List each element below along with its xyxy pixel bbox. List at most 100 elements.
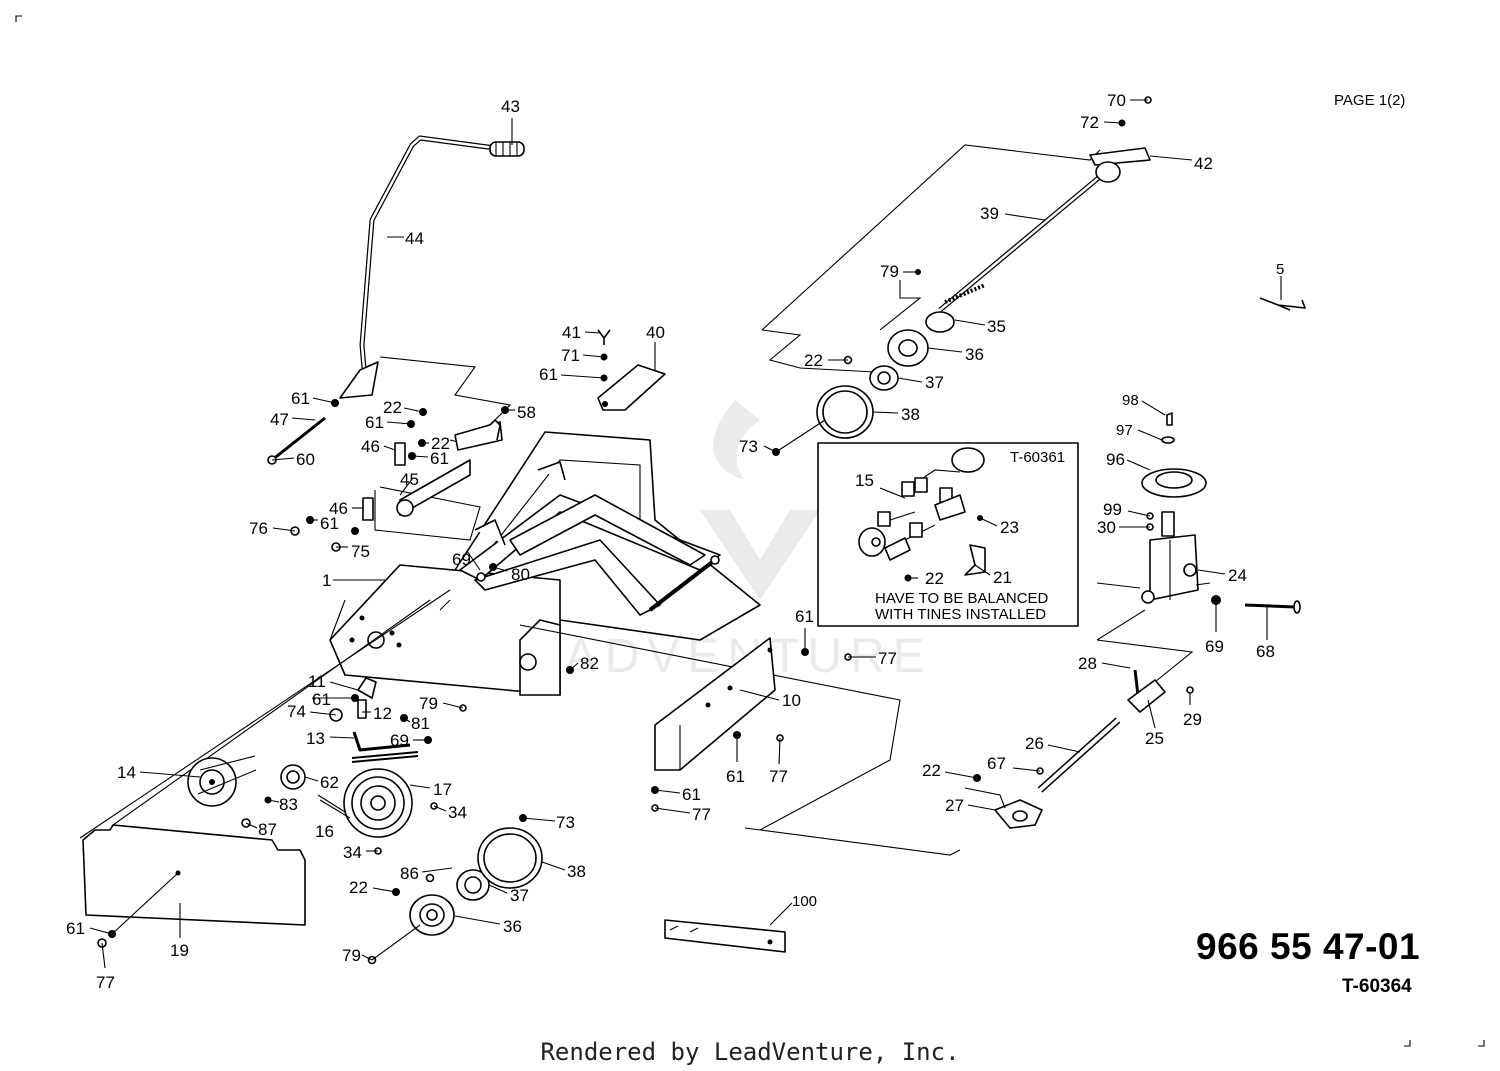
inset-ref: T-60361 [1010,449,1065,466]
callout-37: 37 [925,373,944,392]
shield-outline-right [519,624,901,831]
callout-98: 98 [1122,392,1139,409]
callout-71: 71 [561,346,580,365]
callout-26: 26 [1025,734,1044,753]
callout-61: 61 [365,413,384,432]
callout-79: 79 [342,946,361,965]
callout-76: 76 [249,519,268,538]
callout-61: 61 [312,690,331,709]
callout-61: 61 [430,449,449,468]
callout-34: 34 [343,843,362,862]
callout-34: 34 [448,803,467,822]
callout-80: 80 [511,565,530,584]
callout-42: 42 [1194,154,1213,173]
callout-72: 72 [1080,113,1099,132]
callout-79: 79 [880,262,899,281]
upper-shaft-assembly [761,96,1152,456]
callout-13: 13 [306,729,325,748]
callout-61: 61 [726,767,745,786]
callout-70: 70 [1107,91,1126,110]
callout-97: 97 [1116,422,1133,439]
callout-25: 25 [1145,729,1164,748]
callout-69: 69 [1205,637,1224,656]
callout-61: 61 [539,365,558,384]
callout-96: 96 [1106,450,1125,469]
callout-44: 44 [405,229,424,248]
tiller-housing [329,431,761,696]
callout-27: 27 [945,796,964,815]
callout-30: 30 [1097,518,1116,537]
callout-39: 39 [980,204,999,223]
callout-36: 36 [503,917,522,936]
callout-99: 99 [1103,500,1122,519]
callout-67: 67 [987,754,1006,773]
inset-note-line-2: WITH TINES INSTALLED [875,606,1046,623]
handle-grip [489,141,525,157]
callout-61: 61 [291,389,310,408]
center-small-parts [82,599,543,965]
gearbox-assembly [1096,412,1301,691]
rear-shield [82,824,306,926]
callout-41: 41 [562,323,581,342]
callout-79: 79 [419,694,438,713]
callout-12: 12 [373,704,392,723]
shield-outline-bottom [744,827,961,856]
shield-guide-line-1 [79,589,451,839]
callout-11: 11 [308,672,326,691]
callout-75: 75 [351,542,370,561]
callout-86: 86 [400,864,419,883]
callout-29: 29 [1183,710,1202,729]
shield-guide-line-2 [112,599,431,826]
callout-22: 22 [922,761,941,780]
part-5-bracket [1259,297,1306,311]
callout-61: 61 [66,919,85,938]
corner-mark-top-left [15,15,22,22]
callout-60: 60 [296,450,315,469]
callout-73: 73 [556,813,575,832]
callout-40: 40 [646,323,665,342]
callout-45: 45 [400,470,419,489]
callout-22: 22 [925,569,944,588]
callout-36: 36 [965,345,984,364]
plate-40 [597,329,666,411]
callout-23: 23 [1000,518,1019,537]
callout-61: 61 [682,785,701,804]
callout-16: 16 [315,822,334,841]
callout-10: 10 [782,691,801,710]
callout-77: 77 [692,805,711,824]
drawing-reference: T-60364 [1342,976,1412,997]
callout-22: 22 [349,878,368,897]
callout-35: 35 [987,317,1006,336]
callout-77: 77 [878,649,897,668]
callout-46: 46 [361,437,380,456]
callout-22: 22 [804,351,823,370]
corner-mark-bottom-right-a [1478,1040,1485,1047]
callout-58: 58 [517,403,536,422]
callout-38: 38 [567,862,586,881]
callout-15: 15 [855,471,874,490]
callout-69: 69 [390,731,409,750]
callout-19: 19 [170,941,189,960]
callout-73: 73 [739,437,758,456]
callout-21: 21 [993,568,1012,587]
callout-43: 43 [501,97,520,116]
callout-68: 68 [1256,642,1275,661]
callout-1: 1 [322,571,331,590]
callout-5: 5 [1276,261,1284,278]
callout-81: 81 [411,714,430,733]
callout-77: 77 [769,767,788,786]
callout-17: 17 [433,780,452,799]
callout-46: 46 [329,499,348,518]
bar-100 [664,919,786,953]
callout-62: 62 [320,773,339,792]
callout-61: 61 [320,514,339,533]
page-label: PAGE 1(2) [1334,92,1406,109]
inset-note-line-1: HAVE TO BE BALANCED [875,590,1049,607]
footer-credit: Rendered by LeadVenture, Inc. [540,1038,960,1066]
callout-74: 74 [287,702,306,721]
callout-38: 38 [901,405,920,424]
inset-rotor-detail [817,442,1079,627]
callout-47: 47 [270,410,289,429]
corner-mark-bottom-right-b [1404,1040,1411,1047]
